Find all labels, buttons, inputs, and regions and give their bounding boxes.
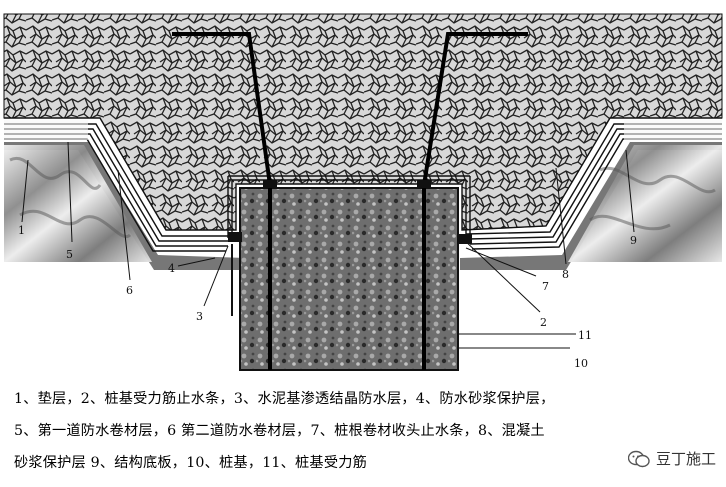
callout-7: 7 [542,280,549,293]
callout-5: 5 [66,248,73,261]
callout-4: 4 [168,262,175,275]
callout-10: 10 [574,357,588,370]
callout-9: 9 [630,234,637,247]
legend-caption: 1、垫层，2、桩基受力筋止水条，3、水泥基渗透结晶防水层，4、防水砂浆保护层， … [14,383,722,479]
membrane-fill-left [4,120,88,140]
pile-cap-waterproofing-diagram: 1 5 6 4 3 7 2 8 9 11 10 [3,13,723,371]
callout-2: 2 [540,316,547,329]
legend-line-3: 砂浆保护层 9、结构底板，10、桩基，11、桩基受力筋 [14,455,367,471]
callout-8: 8 [562,268,569,281]
wechat-icon [627,450,650,467]
watermark-text: 豆丁施工 [655,450,716,468]
callout-1: 1 [18,224,25,237]
callout-6: 6 [126,284,133,297]
leader-lines [21,141,635,349]
membrane-fill-right [624,120,722,140]
legend-line-2: 5、第一道防水卷材层，6 第二道防水卷材层，7、桩根卷材收头止水条，8、混凝土 [14,423,545,439]
pile-foundation [239,187,459,371]
watermark: 豆丁施工 [627,448,716,469]
pile-root-waterstop-left [228,232,242,242]
cushion-layer [4,142,722,270]
pile-root-waterstop-right [458,234,472,244]
legend-line-1: 1、垫层，2、桩基受力筋止水条，3、水泥基渗透结晶防水层，4、防水砂浆保护层， [14,391,555,407]
callout-11: 11 [578,329,592,342]
pile-rebar [172,32,528,370]
callout-3: 3 [196,310,203,323]
rebar-waterstop-right [417,180,431,188]
rebar-waterstop-left [263,180,277,188]
